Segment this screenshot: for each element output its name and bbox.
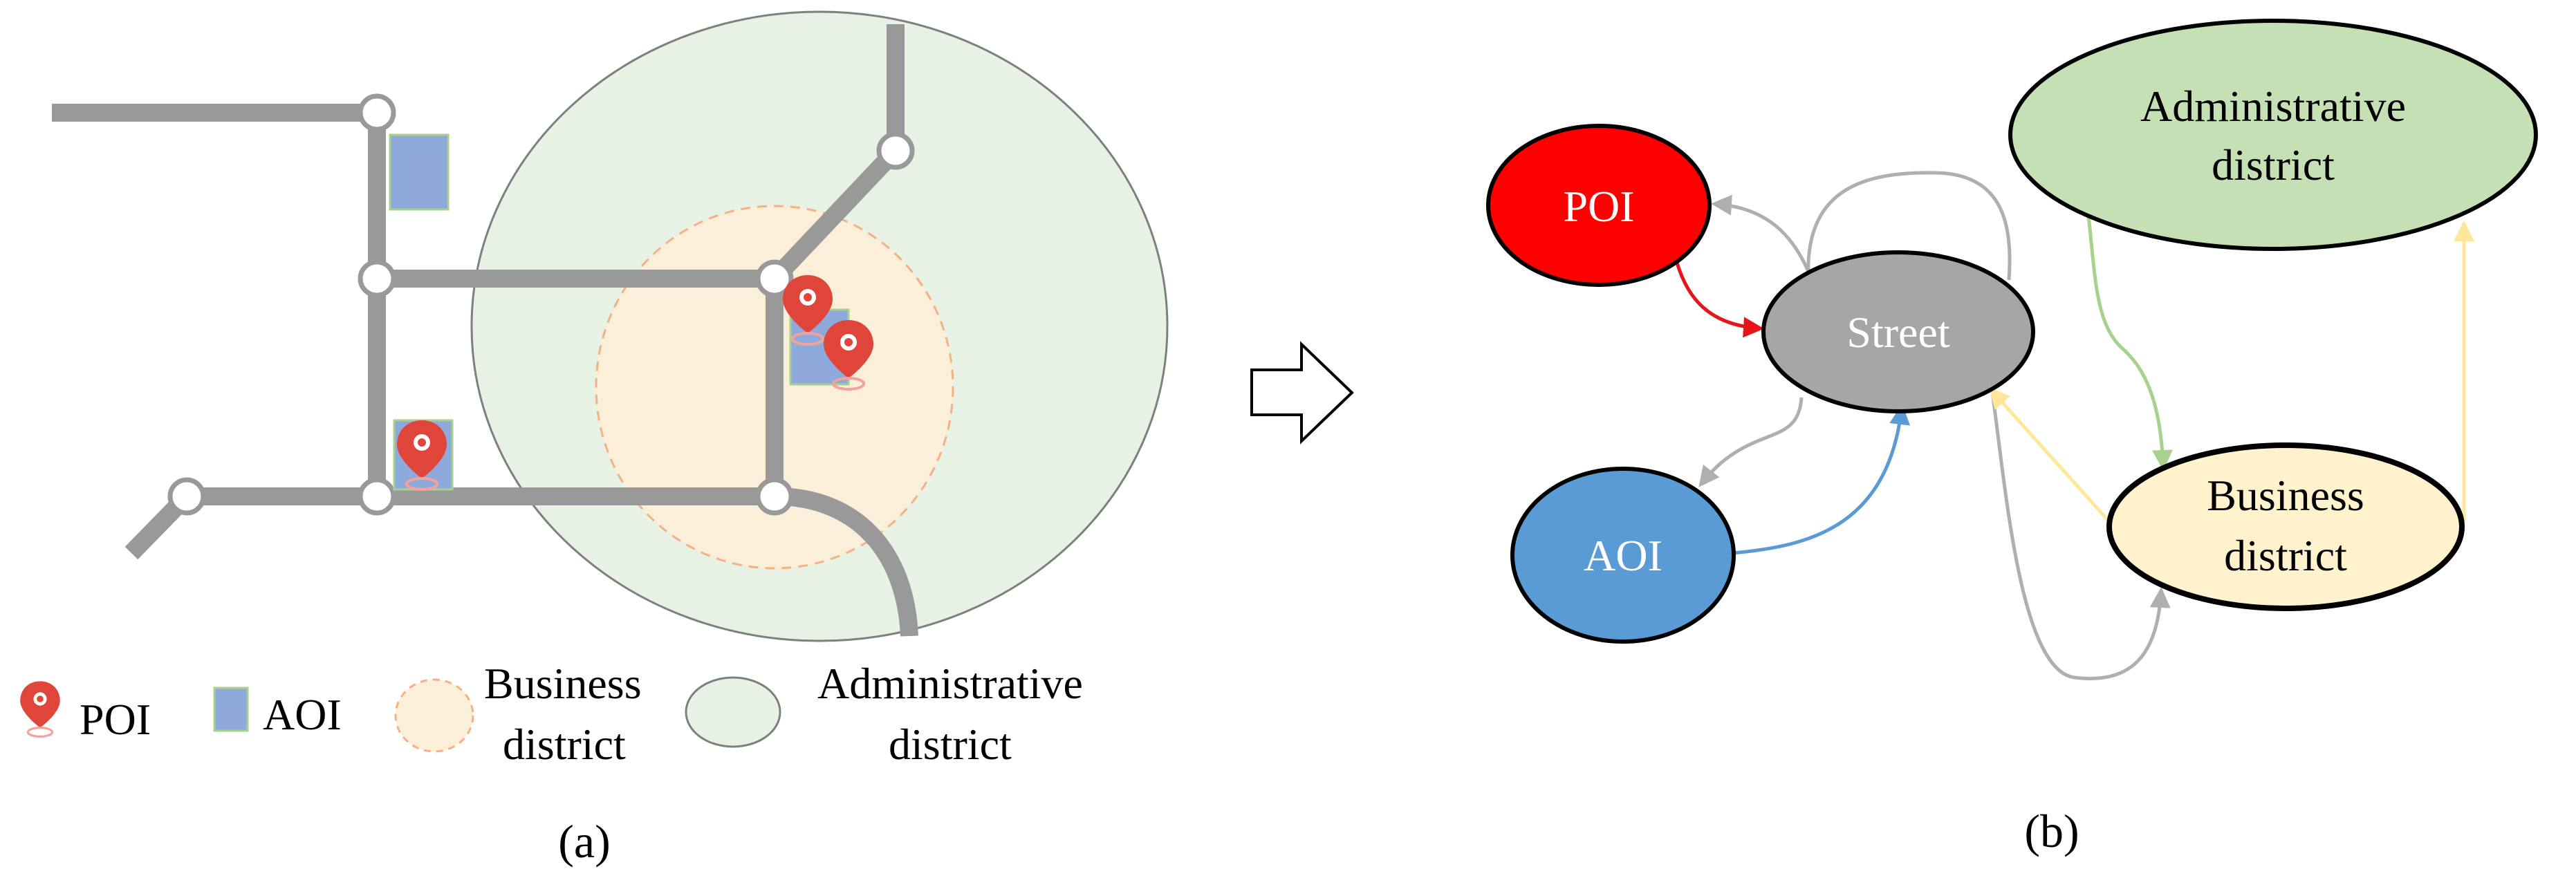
edge-street-to-poi	[1711, 194, 1814, 281]
node-aoi	[1510, 467, 1736, 644]
intersection-node	[755, 477, 794, 516]
node-admin-label: Administrative	[2140, 82, 2406, 131]
node-business-district	[2106, 442, 2465, 611]
intersection-node	[167, 477, 206, 516]
edge-poi-to-street	[1675, 262, 1764, 338]
edge-business-to-street	[1988, 387, 2114, 527]
node-admin-district	[2008, 19, 2538, 251]
transition-arrow-icon	[1250, 341, 1354, 445]
node-street-label: Street	[1846, 308, 1950, 357]
node-street	[1761, 250, 2035, 413]
legend-admin-icon	[685, 676, 781, 748]
intersection-node	[358, 93, 396, 132]
edge-street-self-loop	[1806, 171, 2012, 281]
node-admin-label: district	[2212, 140, 2335, 189]
legend-poi-label: POI	[80, 695, 151, 744]
intersection-node	[358, 477, 396, 516]
legend-business-label: Business	[484, 659, 642, 708]
legend-admin-label: Administrative	[817, 659, 1083, 708]
edge-street-to-business	[1990, 386, 2171, 680]
legend-poi-icon	[19, 680, 62, 738]
caption-a: (a)	[558, 815, 610, 868]
panel-a-map	[52, 10, 1169, 642]
panel-b-graph: POI Street AOI Administrative district B…	[1486, 19, 2538, 680]
intersection-node	[876, 131, 915, 170]
edge-street-to-aoi	[1698, 397, 1804, 487]
aoi-block	[389, 133, 450, 211]
node-poi	[1486, 124, 1712, 287]
intersection-node	[358, 259, 396, 298]
node-business-label: Business	[2207, 471, 2364, 520]
legend-aoi-icon	[213, 687, 249, 732]
legend-business-icon	[394, 678, 474, 753]
legend-aoi-label: AOI	[263, 690, 342, 739]
panel-a-legend: POI AOI Business district Administrative…	[19, 659, 1083, 769]
legend-business-label: district	[503, 720, 626, 769]
node-business-label: district	[2224, 531, 2347, 580]
graph-edges	[1675, 171, 2474, 680]
edge-aoi-to-street	[1732, 404, 1911, 555]
edge-admin-to-business	[2086, 215, 2174, 471]
intersection-node	[755, 259, 794, 298]
caption-b: (b)	[2024, 805, 2079, 857]
node-poi-label: POI	[1563, 182, 1634, 231]
legend-admin-label: district	[889, 720, 1012, 769]
road-intersections	[167, 93, 915, 516]
node-aoi-label: AOI	[1584, 531, 1662, 580]
